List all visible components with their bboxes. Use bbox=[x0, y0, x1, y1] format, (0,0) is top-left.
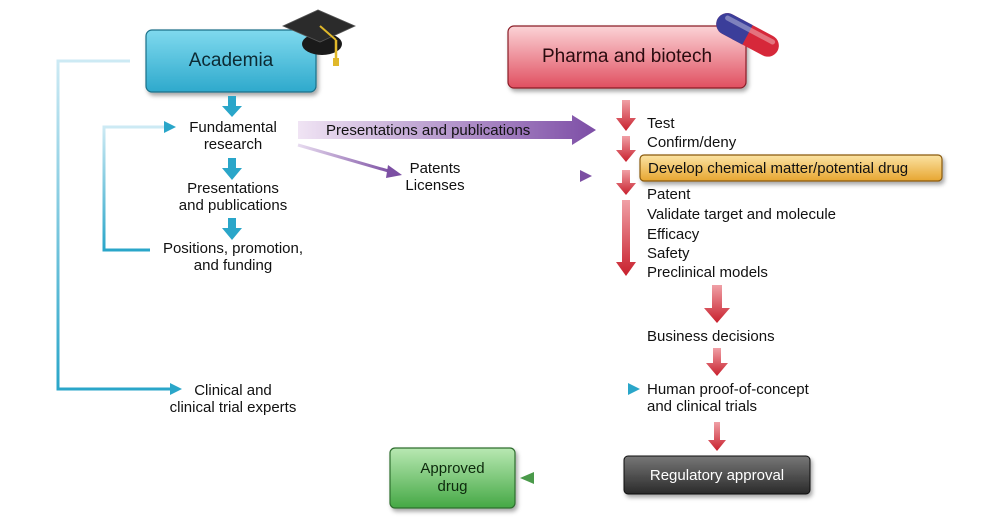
licenses-transfer-arrow bbox=[470, 170, 592, 182]
positions-line: Positions, promotion, bbox=[162, 240, 304, 257]
patents-licenses-label: Patents Licenses bbox=[398, 160, 472, 194]
licenses-line: Licenses bbox=[405, 177, 465, 194]
clinical-to-trials-arrow bbox=[312, 383, 640, 395]
academia-down-arrows bbox=[222, 96, 242, 240]
clinical-experts-label: Clinical and clinical trial experts bbox=[150, 382, 316, 416]
human-trials-label: Human proof-of-concept and clinical tria… bbox=[647, 381, 809, 415]
pharma-detail-safety: Safety bbox=[647, 245, 690, 262]
pharma-detail-efficacy: Efficacy bbox=[647, 226, 700, 243]
feedback-loop-arrow bbox=[102, 121, 176, 252]
regulatory-approval-box bbox=[623, 455, 811, 495]
funding-line: and funding bbox=[193, 257, 273, 274]
pharma-detail-preclinical: Preclinical models bbox=[647, 264, 768, 281]
presentations-publications-label: Presentations and publications bbox=[150, 180, 316, 214]
presentations-line: Presentations bbox=[187, 180, 279, 197]
mortarboard-icon bbox=[282, 9, 356, 66]
clinical-trials-line: and clinical trials bbox=[647, 398, 758, 415]
academia-box bbox=[145, 29, 317, 93]
develop-chemical-matter-label: Develop chemical matter/potential drug bbox=[648, 160, 909, 177]
pharma-down-arrows bbox=[616, 100, 730, 451]
pharma-title: Pharma and biotech bbox=[541, 46, 713, 67]
patents-line: Patents bbox=[409, 160, 461, 177]
fundamental-line: Fundamental bbox=[189, 119, 277, 136]
positions-promotion-funding-label: Positions, promotion, and funding bbox=[150, 240, 316, 274]
presentations-transfer-label: Presentations and publications bbox=[326, 122, 531, 139]
pharma-box bbox=[507, 25, 747, 89]
pharma-detail-patent: Patent bbox=[647, 186, 691, 203]
pill-capsule-icon bbox=[716, 13, 779, 57]
approved-drug-label: Approved drug bbox=[390, 448, 515, 508]
pharma-detail-validate: Validate target and molecule bbox=[647, 206, 837, 223]
publications-line: and publications bbox=[178, 197, 288, 214]
pharma-step-test: Test bbox=[647, 115, 675, 132]
pharma-step-confirm: Confirm/deny bbox=[647, 134, 737, 151]
clinical-line: Clinical and bbox=[194, 382, 272, 399]
proof-of-concept-line: Human proof-of-concept bbox=[647, 381, 809, 398]
patents-diagonal-arrow bbox=[297, 143, 402, 178]
academia-title: Academia bbox=[188, 50, 274, 71]
business-decisions-label: Business decisions bbox=[647, 328, 775, 345]
approval-arrow bbox=[520, 472, 615, 484]
presentations-transfer-arrow bbox=[298, 115, 596, 145]
fundamental-research-label: Fundamental research bbox=[160, 119, 306, 153]
approved-drug-box bbox=[389, 447, 516, 509]
academia-to-clinical-arrow bbox=[56, 59, 182, 395]
regulatory-approval-label: Regulatory approval bbox=[649, 466, 785, 484]
research-line: research bbox=[203, 136, 263, 153]
clinical-experts-line: clinical trial experts bbox=[169, 399, 297, 416]
drug-line: drug bbox=[437, 478, 468, 495]
approved-line: Approved bbox=[420, 460, 485, 477]
develop-chemical-matter-box bbox=[639, 154, 943, 182]
